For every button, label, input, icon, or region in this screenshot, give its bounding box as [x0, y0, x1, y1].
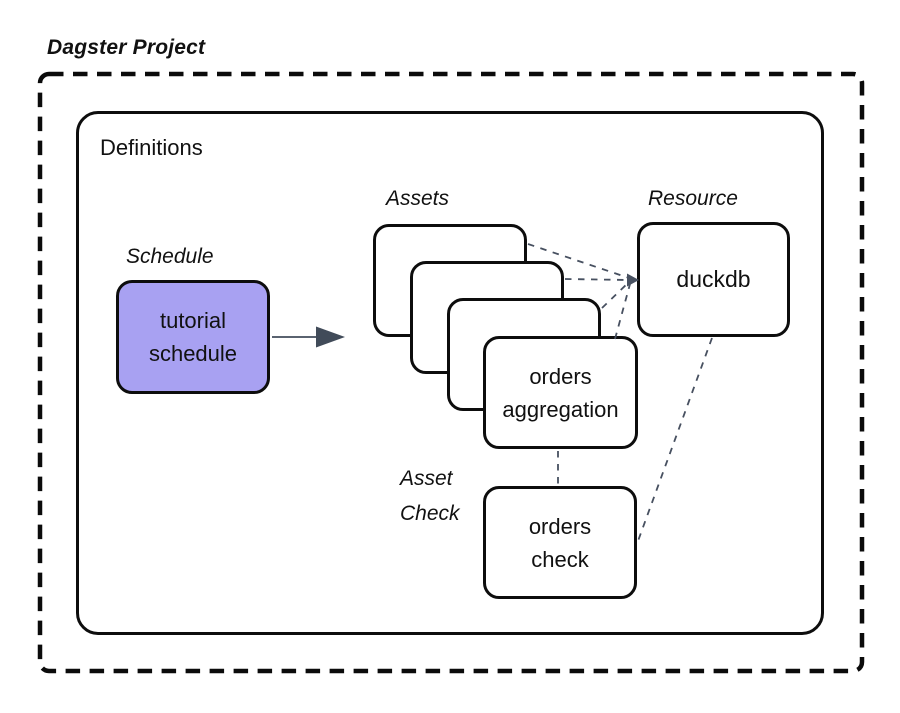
asset-check-group-label: Asset Check	[400, 461, 460, 531]
orders-aggregation-node: orders aggregation	[483, 336, 638, 449]
orders-check-line2: check	[531, 546, 589, 572]
schedule-group-label: Schedule	[126, 245, 214, 268]
orders-check-line1: orders	[528, 513, 592, 539]
resource-group-label: Resource	[648, 187, 738, 210]
orders-aggregation-line2: aggregation	[502, 396, 619, 422]
asset-check-label-line1: Asset	[400, 467, 453, 490]
definitions-label: Definitions	[100, 135, 203, 160]
orders-aggregation-line1: orders	[529, 363, 592, 389]
tutorial-schedule-node: tutorial schedule	[116, 280, 270, 394]
tutorial-schedule-line2: schedule	[148, 341, 238, 366]
assets-group-label: Assets	[386, 187, 450, 210]
asset-check-label-line2: Check	[400, 502, 460, 525]
duckdb-label: duckdb	[676, 266, 751, 292]
diagram-title: Dagster Project	[47, 36, 206, 59]
duckdb-node: duckdb	[637, 222, 790, 337]
orders-check-node: orders check	[483, 486, 637, 599]
tutorial-schedule-line1: tutorial	[159, 308, 227, 333]
